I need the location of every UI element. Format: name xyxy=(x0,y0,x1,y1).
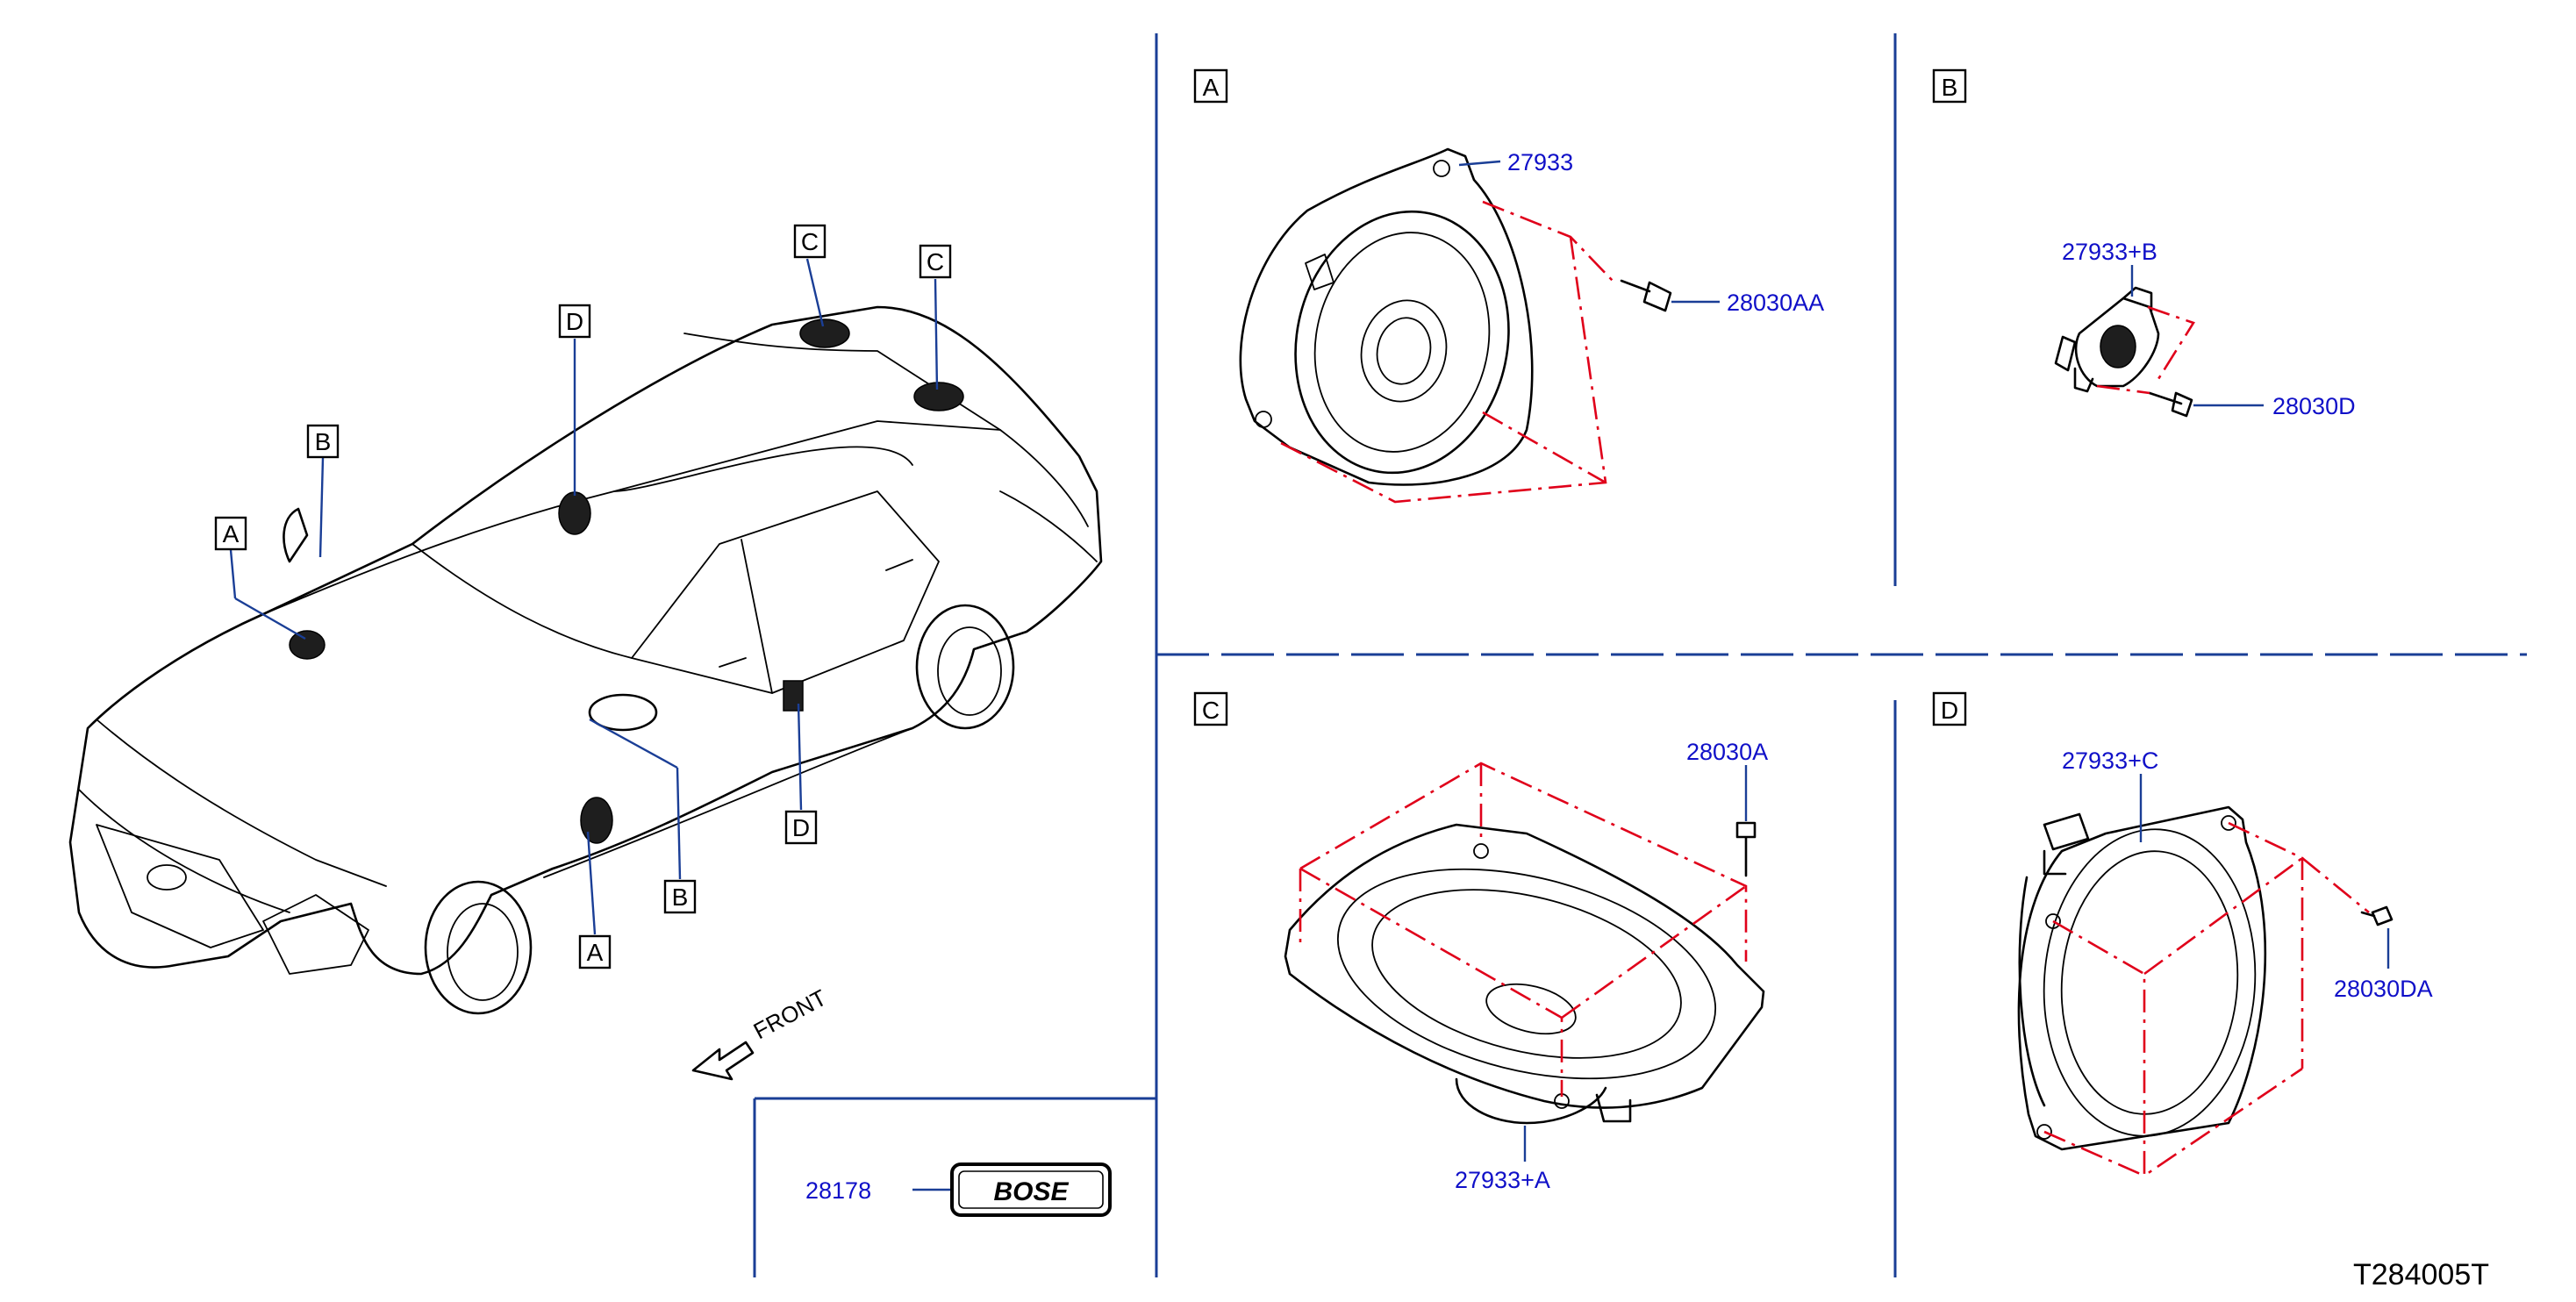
part-number-28030A: 28030A xyxy=(1686,739,1768,765)
part-number-28178: 28178 xyxy=(805,1177,871,1204)
panel-c-label: C xyxy=(1202,697,1220,724)
panel-b-label: B xyxy=(1942,74,1958,101)
callout-label: C xyxy=(801,228,819,255)
callout-a-2: A xyxy=(578,934,612,969)
callout-c-1: C xyxy=(793,224,826,259)
panel-b: B 27933+B 28030D xyxy=(1932,68,2356,419)
callout-c-2: C xyxy=(919,244,952,279)
callout-label: A xyxy=(587,939,604,966)
panel-d-label: D xyxy=(1941,697,1958,724)
emblem-panel: BOSE 28178 xyxy=(805,1162,1112,1217)
part-number-27933C: 27933+C xyxy=(2062,748,2158,774)
callout-a-1: A xyxy=(214,516,247,551)
panel-d: D 27933+C 28030DA xyxy=(1932,691,2433,1178)
part-number-28030D: 28030D xyxy=(2272,393,2356,419)
panel-dividers xyxy=(753,33,2527,1277)
panel-c: C 28030A 27933+A xyxy=(1193,691,1768,1193)
emblem-text: BOSE xyxy=(993,1177,1069,1206)
part-number-28030AA: 28030AA xyxy=(1727,290,1824,316)
front-label: FRONT xyxy=(749,984,831,1045)
callout-label: A xyxy=(223,520,240,547)
panel-a-label: A xyxy=(1203,74,1220,101)
callout-d-2: D xyxy=(784,810,818,845)
callout-b-1: B xyxy=(306,424,340,459)
part-number-28030DA: 28030DA xyxy=(2334,976,2433,1002)
panel-a: A 27933 28030AA xyxy=(1193,68,1824,504)
callout-label: B xyxy=(672,884,689,911)
bose-emblem xyxy=(950,1162,1112,1217)
callout-d-1: D xyxy=(558,304,591,339)
diagram-reference-code: T284005T xyxy=(2353,1258,2489,1291)
car-overview xyxy=(68,258,1103,1081)
callout-label: B xyxy=(315,428,332,455)
part-number-27933: 27933 xyxy=(1507,149,1573,175)
part-number-27933B: 27933+B xyxy=(2062,239,2157,265)
callout-b-2: B xyxy=(663,879,697,914)
part-number-27933A: 27933+A xyxy=(1455,1167,1550,1193)
callout-label: D xyxy=(566,308,583,335)
callout-label: D xyxy=(792,814,810,841)
callout-label: C xyxy=(927,248,944,275)
